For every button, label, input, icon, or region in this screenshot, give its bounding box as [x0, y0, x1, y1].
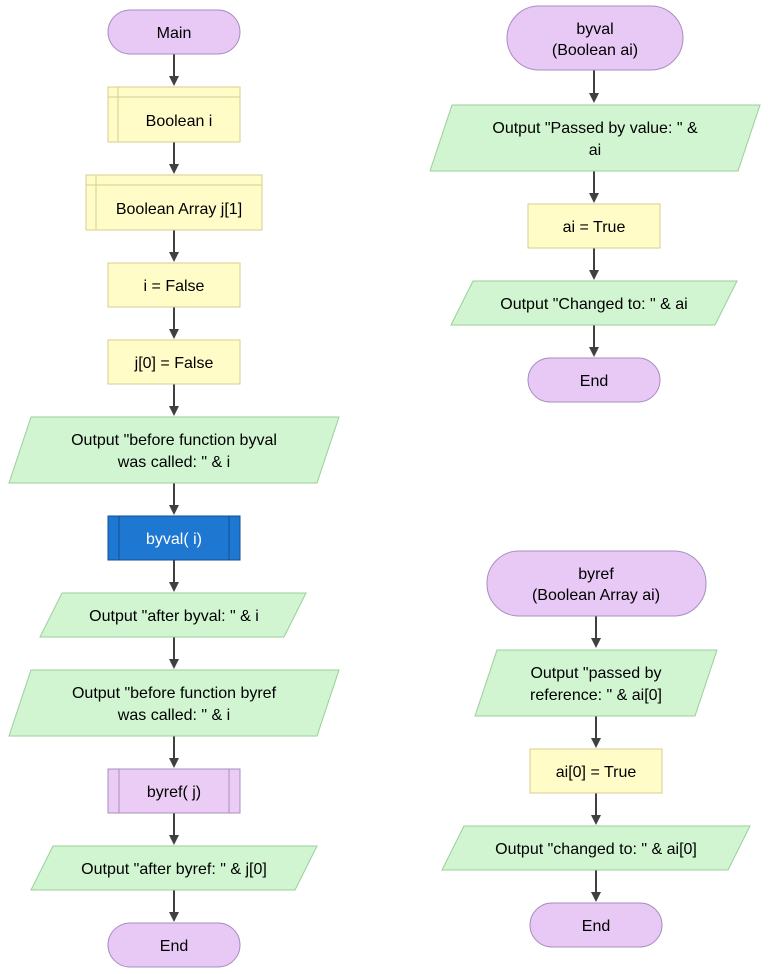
- byref-output-passed[interactable]: Output "passed by reference: " & ai[0]: [474, 649, 718, 717]
- main-output-before-byval-line2: was called: " & i: [117, 454, 230, 471]
- byref-flow: byref (Boolean Array ai) Output "passed …: [441, 550, 751, 948]
- main-start-terminal[interactable]: Main: [107, 9, 241, 55]
- main-call-byref-label: byref( j): [147, 784, 201, 801]
- main-declare-i-label: Boolean i: [146, 113, 213, 130]
- byval-start-line2: (Boolean ai): [552, 42, 638, 59]
- byref-output-changed-label: Output "changed to: " & ai[0]: [495, 841, 697, 858]
- main-output-before-byval-line1: Output "before function byval: [71, 432, 277, 449]
- main-call-byref[interactable]: byref( j): [107, 768, 241, 814]
- byval-start-line1: byval: [576, 21, 613, 38]
- byval-output-passed-line1: Output "Passed by value: " &: [492, 120, 698, 137]
- main-output-after-byref[interactable]: Output "after byref: " & j[0]: [30, 845, 318, 891]
- main-assign-i-box[interactable]: i = False: [107, 262, 241, 308]
- main-declare-i-box[interactable]: Boolean i: [107, 86, 241, 143]
- byref-output-passed-line2: reference: " & ai[0]: [530, 687, 662, 704]
- main-end-label: End: [160, 938, 188, 955]
- byref-assign-label: ai[0] = True: [556, 764, 637, 781]
- main-assign-i-label: i = False: [144, 278, 205, 295]
- byref-end-label: End: [582, 918, 610, 935]
- byval-output-passed[interactable]: Output "Passed by value: " & ai: [429, 104, 761, 172]
- main-call-byval-label: byval( i): [146, 531, 202, 548]
- byval-assign-label: ai = True: [563, 219, 626, 236]
- byref-start-terminal[interactable]: byref (Boolean Array ai): [486, 550, 707, 617]
- byval-output-changed[interactable]: Output "Changed to: " & ai: [450, 280, 738, 326]
- byval-end-terminal[interactable]: End: [527, 357, 661, 403]
- main-declare-j-box[interactable]: Boolean Array j[1]: [85, 174, 263, 231]
- main-flow: Main Boolean i Boolean Array j[1] i = Fa…: [8, 9, 340, 968]
- byval-flow: byval (Boolean ai) Output "Passed by val…: [429, 5, 761, 403]
- main-call-byval[interactable]: byval( i): [107, 515, 241, 561]
- byref-assign-box[interactable]: ai[0] = True: [529, 748, 663, 794]
- byref-start-line1: byref: [578, 566, 614, 583]
- byval-assign-box[interactable]: ai = True: [527, 203, 661, 249]
- main-end-terminal[interactable]: End: [107, 922, 241, 968]
- main-output-after-byval[interactable]: Output "after byval: " & i: [39, 592, 307, 638]
- main-output-after-byval-label: Output "after byval: " & i: [89, 608, 259, 625]
- main-output-before-byval[interactable]: Output "before function byval was called…: [8, 416, 340, 484]
- byref-start-line2: (Boolean Array ai): [532, 587, 660, 604]
- byref-end-terminal[interactable]: End: [529, 902, 663, 948]
- byref-output-changed[interactable]: Output "changed to: " & ai[0]: [441, 825, 751, 871]
- main-output-before-byref-line1: Output "before function byref: [72, 685, 277, 702]
- main-output-before-byref[interactable]: Output "before function byref was called…: [8, 669, 340, 737]
- byval-output-changed-label: Output "Changed to: " & ai: [500, 296, 687, 313]
- byval-output-passed-line2: ai: [589, 142, 601, 159]
- main-assign-j-box[interactable]: j[0] = False: [107, 339, 241, 385]
- main-output-after-byref-label: Output "after byref: " & j[0]: [81, 861, 267, 878]
- byval-end-label: End: [580, 373, 608, 390]
- byval-start-terminal[interactable]: byval (Boolean ai): [506, 5, 684, 71]
- main-assign-j-label: j[0] = False: [134, 355, 214, 372]
- main-declare-j-label: Boolean Array j[1]: [116, 201, 242, 218]
- main-start-label: Main: [157, 25, 192, 42]
- main-output-before-byref-line2: was called: " & i: [117, 707, 230, 724]
- byref-output-passed-line1: Output "passed by: [530, 665, 661, 682]
